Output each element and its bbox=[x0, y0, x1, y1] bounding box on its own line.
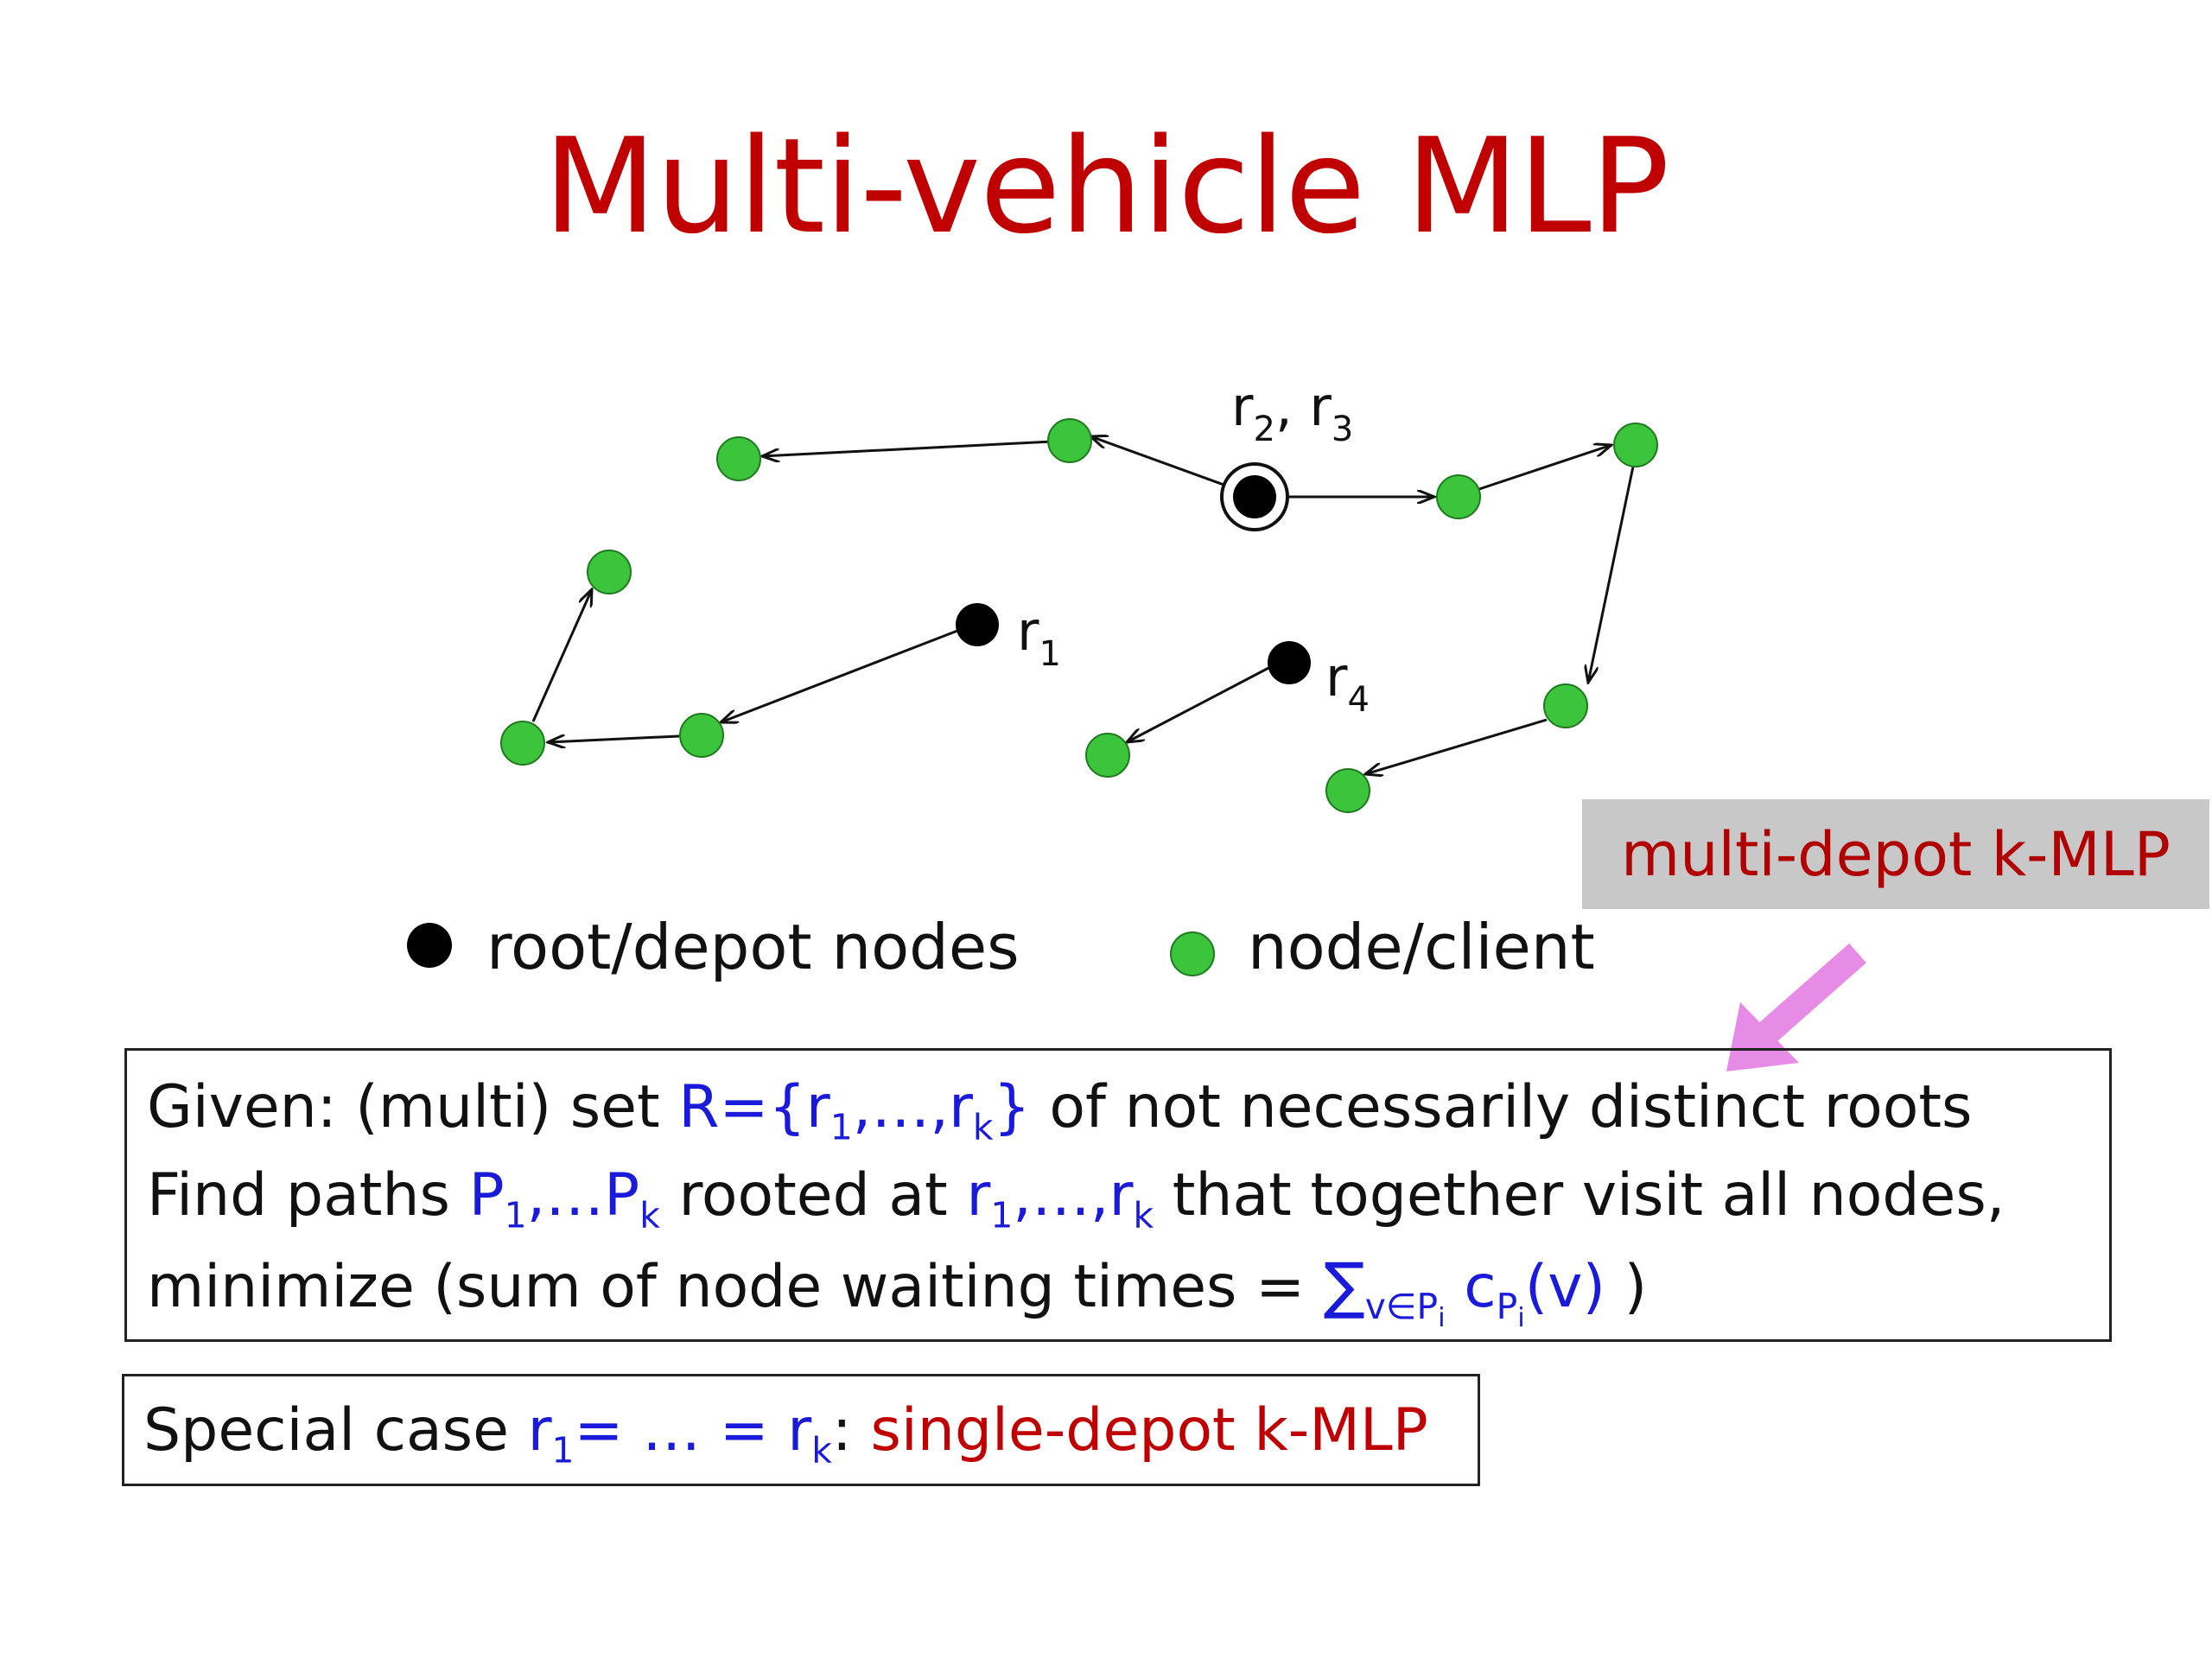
node-labels: r2, r3 r1 r4 bbox=[1017, 375, 1370, 720]
client-node-right-top bbox=[1613, 423, 1658, 467]
client-node-right-mid bbox=[1543, 683, 1588, 728]
label-r4: r4 bbox=[1325, 645, 1370, 720]
edge-r1-to-mid-left bbox=[721, 629, 958, 722]
edge-far-left-to-top-left2 bbox=[531, 589, 592, 722]
client-node-left-top bbox=[587, 550, 632, 594]
client-node-right-bottom bbox=[1325, 768, 1370, 813]
edge-r4-to-lower-mid bbox=[1127, 664, 1273, 742]
problem-definition-box bbox=[124, 1048, 2112, 1342]
client-node-far-left bbox=[500, 721, 545, 766]
edge-top-middle-to-top-left bbox=[762, 439, 1071, 456]
legend-client-label: node/client bbox=[1248, 911, 1595, 983]
label-r23: r2, r3 bbox=[1231, 375, 1353, 449]
special-case-box bbox=[122, 1374, 1480, 1486]
root-node-r1 bbox=[956, 603, 999, 646]
legend-root-label: root/depot nodes bbox=[486, 911, 1020, 983]
root-node-r4 bbox=[1268, 641, 1311, 684]
special-case-line: Special case r1= … = rk: single-depot k-… bbox=[143, 1396, 1428, 1471]
client-node-mid-left bbox=[679, 713, 724, 758]
client-node-top-left bbox=[716, 436, 761, 481]
multi-depot-callout: multi-depot k-MLP bbox=[1582, 799, 2209, 909]
legend-client-dot bbox=[1170, 931, 1215, 976]
legend-root-dot bbox=[407, 923, 452, 968]
client-node-top-middle bbox=[1047, 418, 1092, 463]
edge-mid-left-to-far-left bbox=[548, 736, 680, 742]
root-node-r23 bbox=[1233, 475, 1276, 518]
definition-line-minimize: minimize (sum of node waiting times = ∑v… bbox=[147, 1249, 1648, 1334]
callout-arrow bbox=[1726, 943, 1866, 1071]
slide-title: Multi-vehicle MLP bbox=[543, 110, 1669, 263]
label-r1: r1 bbox=[1017, 600, 1061, 674]
client-nodes bbox=[500, 418, 1658, 813]
definition-line-given: Given: (multi) set R={r1,…,rk} of not ne… bbox=[147, 1073, 1973, 1148]
edge-right-top-to-right-mid bbox=[1588, 466, 1635, 683]
client-node-lower-mid bbox=[1085, 733, 1130, 778]
client-node-right1 bbox=[1436, 474, 1481, 519]
edge-right-mid-to-right-bottom bbox=[1365, 718, 1548, 774]
edges bbox=[531, 436, 1635, 774]
root-nodes bbox=[956, 462, 1311, 684]
edge-right1-to-right-top bbox=[1478, 445, 1611, 491]
definition-line-find: Find paths P1,…Pk rooted at r1,…,rk that… bbox=[147, 1161, 2005, 1236]
